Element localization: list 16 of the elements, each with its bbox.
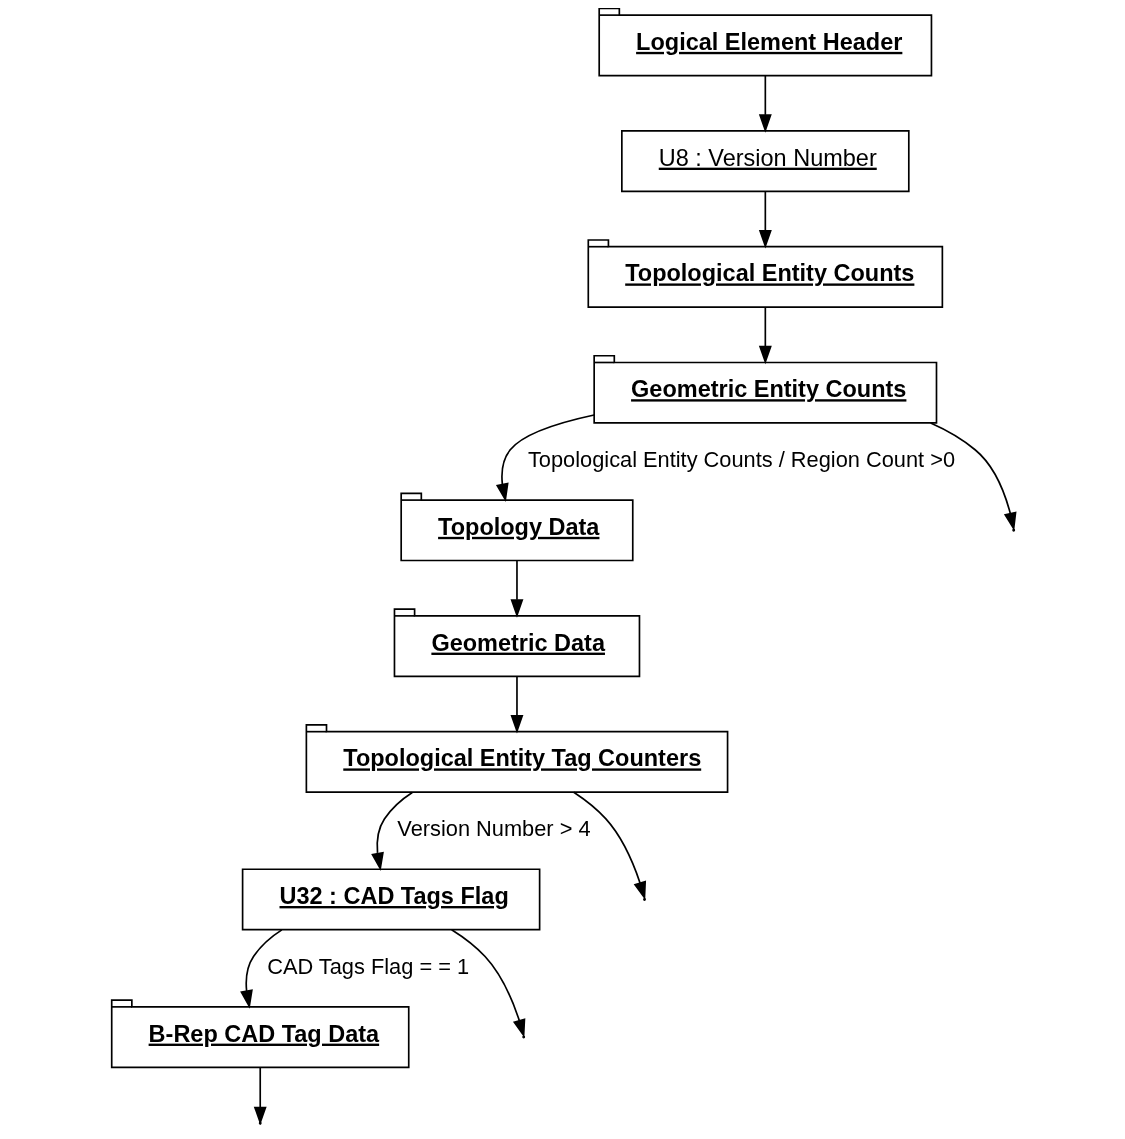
- node-box: U8 : Version Number: [620, 130, 910, 193]
- edge-label: Version Number > 4: [396, 816, 591, 842]
- arrow: [929, 422, 1017, 531]
- arrow: [495, 414, 595, 502]
- edge-label: CAD Tags Flag = = 1: [266, 953, 469, 979]
- arrow: [510, 560, 523, 618]
- edge-label: Topological Entity Counts / Region Count >0: [527, 447, 955, 473]
- arrow: [572, 791, 646, 901]
- arrow: [758, 75, 772, 133]
- arrow: [239, 929, 283, 1009]
- arrow: [510, 675, 523, 734]
- node-box: U32 : CAD Tags Flag: [241, 868, 540, 931]
- arrow: [370, 791, 413, 872]
- arrow: [758, 306, 772, 365]
- arrow: [450, 928, 525, 1038]
- arrow: [758, 190, 772, 249]
